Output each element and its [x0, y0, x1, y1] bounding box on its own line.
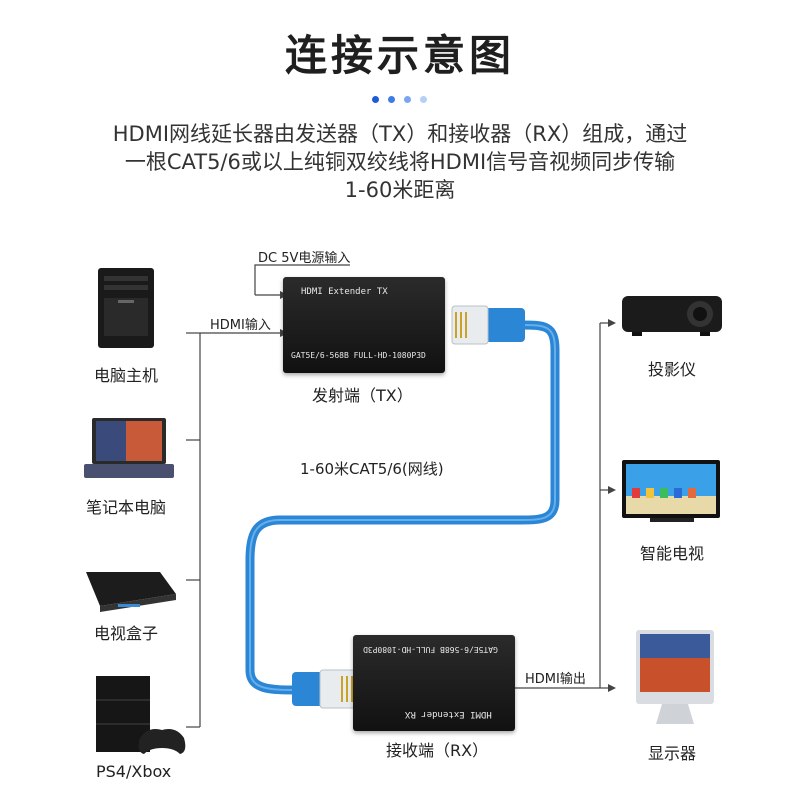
- cable-length-label: 1-60米CAT5/6(网线): [300, 460, 444, 478]
- description: HDMI网线延长器由发送器（TX）和接收器（RX）组成，通过 一根CAT5/6或…: [0, 120, 800, 204]
- receiver-box: GAT5E/6-568B FULL-HD-1080P3D HDMI Extend…: [353, 635, 515, 731]
- hdmi-output-label: HDMI输出: [525, 672, 586, 687]
- description-line-3: 1-60米距离: [344, 178, 456, 202]
- transmitter-caption: 发射端（TX）: [312, 386, 413, 405]
- transmitter-box-top-text: HDMI Extender TX: [301, 287, 388, 297]
- laptop-icon: [84, 418, 174, 478]
- rj45-plug-rx: [292, 669, 357, 709]
- title-dot: [420, 96, 427, 103]
- receiver-box-bottom-text: HDMI Extender RX: [405, 709, 492, 719]
- receiver-caption: 接收端（RX）: [386, 741, 489, 760]
- source-tvbox-label: 电视盒子: [94, 624, 159, 643]
- projector-icon: [622, 296, 722, 336]
- page-title: 连接示意图: [284, 31, 515, 80]
- transmitter-box: HDMI Extender TX GAT5E/6-568B FULL-HD-10…: [283, 277, 445, 373]
- tv-box-icon: [86, 572, 176, 612]
- receiver-box-top-text: GAT5E/6-568B FULL-HD-1080P3D: [363, 645, 498, 654]
- source-bus-lines: [186, 264, 601, 728]
- rj45-plug-tx: [451, 305, 525, 345]
- source-console-label: PS4/Xbox: [96, 762, 172, 781]
- source-laptop-label: 笔记本电脑: [86, 498, 167, 517]
- hdmi-input-label: HDMI输入: [210, 318, 271, 333]
- display-projector-label: 投影仪: [648, 360, 697, 379]
- game-console-icon: [96, 676, 186, 754]
- title-dot: [372, 96, 379, 103]
- description-line-1: HDMI网线延长器由发送器（TX）和接收器（RX）组成，通过: [112, 122, 688, 146]
- power-input-label: DC 5V电源输入: [258, 251, 351, 266]
- computer-tower-icon: [98, 268, 154, 348]
- description-line-2: 一根CAT5/6或以上纯铜双绞线将HDMI信号音视频同步传输: [124, 150, 676, 174]
- title-dots: [372, 96, 427, 103]
- smart-tv-icon: [622, 460, 720, 522]
- monitor-icon: [636, 630, 714, 724]
- source-computer-label: 电脑主机: [94, 366, 159, 385]
- transmitter-box-bottom-text: GAT5E/6-568B FULL-HD-1080P3D: [291, 351, 426, 360]
- display-smart-tv-label: 智能电视: [640, 544, 705, 563]
- title-dot: [404, 96, 411, 103]
- title-dot: [388, 96, 395, 103]
- display-monitor-label: 显示器: [648, 744, 697, 763]
